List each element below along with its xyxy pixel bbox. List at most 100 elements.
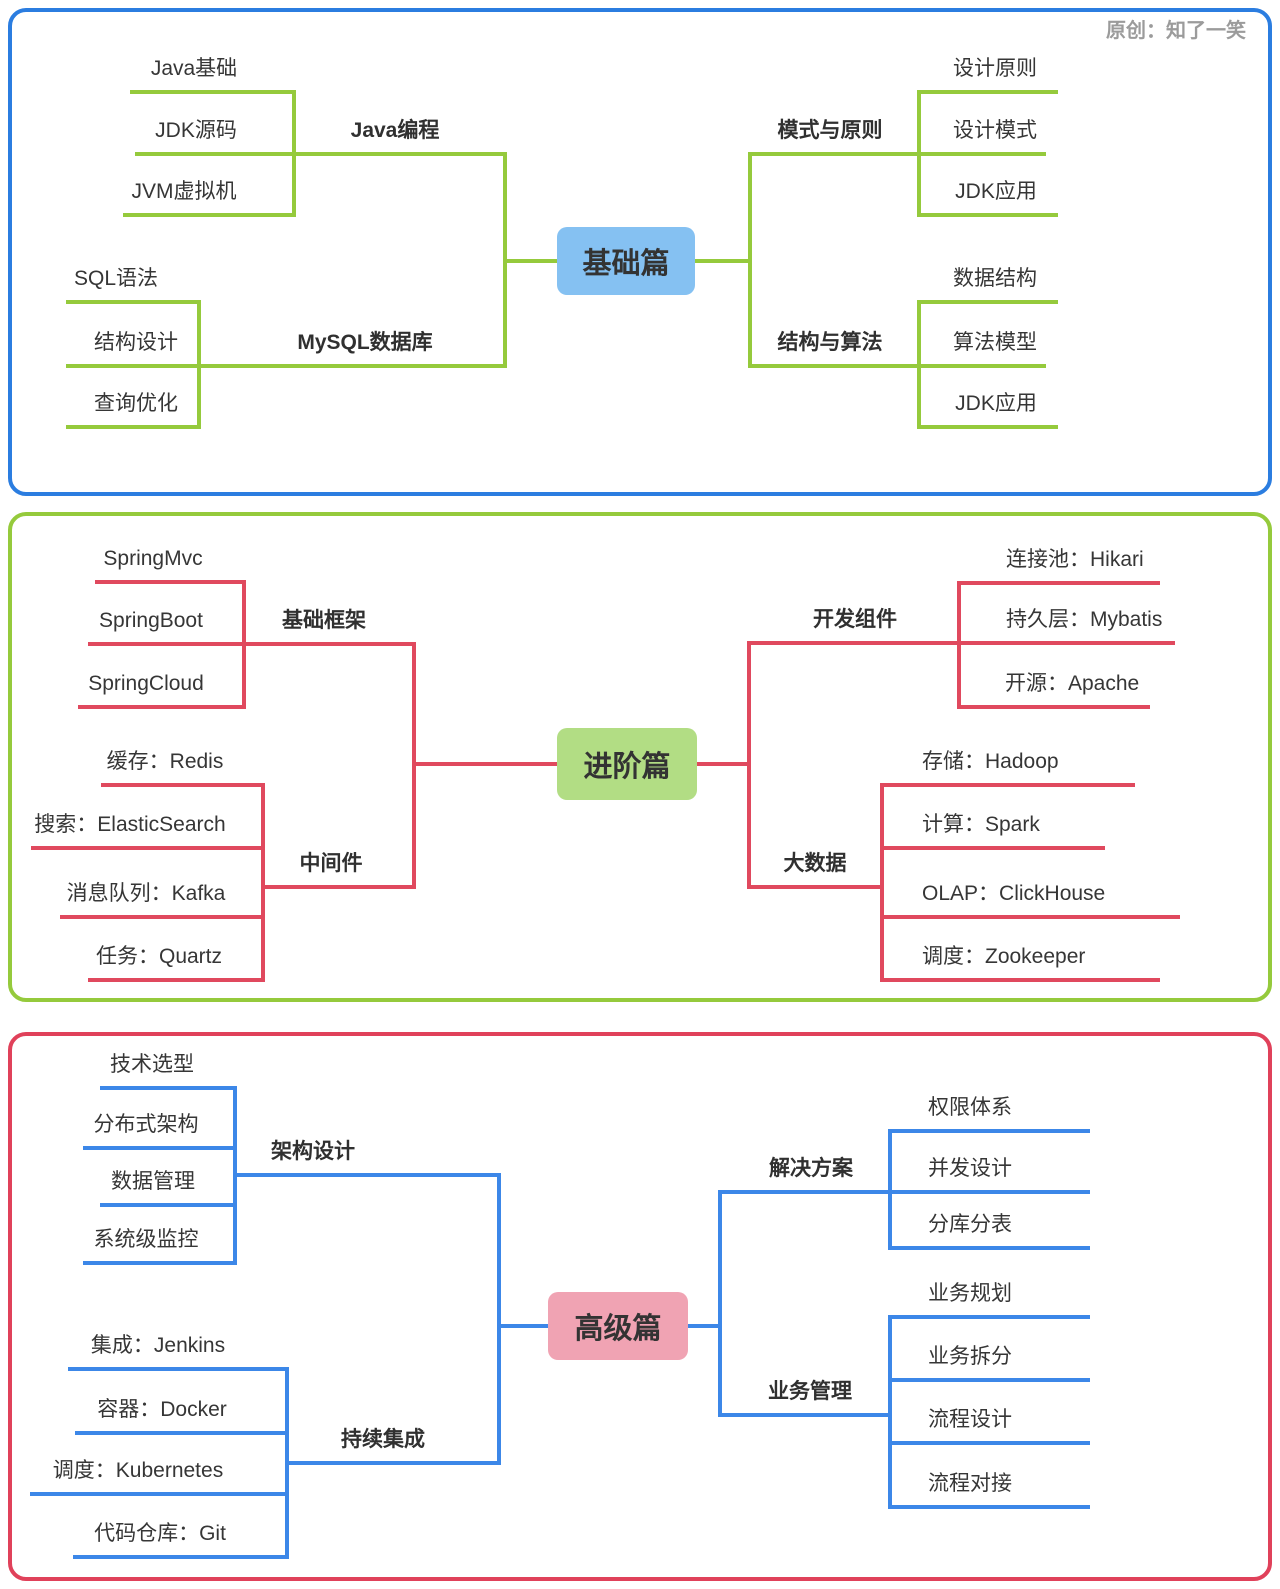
connector-line [917, 213, 1058, 217]
basics-panel: Java基础 JDK源码 JVM虚拟机 Java编程 SQL语法 结构设计 查询… [8, 8, 1272, 496]
leaf-ci-jenkins: 集成：Jenkins [90, 1334, 226, 1357]
connector-line [747, 641, 1175, 645]
connector-line [917, 300, 1058, 304]
branch-basic-frameworks: 基础框架 [282, 609, 366, 632]
leaf-task-quartz: 任务：Quartz [95, 945, 223, 968]
branch-continuous-integration: 持续集成 [341, 1428, 425, 1451]
connector-line [100, 1086, 233, 1090]
connector-line [412, 762, 557, 766]
expert-panel: 技术选型 分布式架构 数据管理 系统级监控 架构设计 集成：Jenkins 容器… [8, 1032, 1272, 1581]
leaf-business-planning: 业务规划 [928, 1282, 1012, 1305]
connector-line [100, 1203, 233, 1207]
leaf-process-design: 流程设计 [928, 1408, 1012, 1431]
connector-line [888, 1378, 1090, 1382]
connector-line [88, 978, 261, 982]
central-node-advanced: 进阶篇 [557, 728, 697, 800]
connector-line [748, 152, 752, 368]
leaf-system-monitoring: 系统级监控 [93, 1228, 199, 1251]
leaf-search-elasticsearch: 搜索：ElasticSearch [34, 813, 226, 836]
branch-java-programming: Java编程 [350, 119, 440, 142]
connector-line [957, 581, 1160, 585]
leaf-jvm: JVM虚拟机 [131, 180, 237, 203]
leaf-permission-system: 权限体系 [928, 1096, 1012, 1119]
central-node-expert: 高级篇 [548, 1292, 688, 1360]
leaf-distributed-architecture: 分布式架构 [93, 1113, 199, 1136]
leaf-structure-design: 结构设计 [94, 331, 178, 354]
branch-architecture-design: 架构设计 [271, 1140, 355, 1163]
connector-line [261, 885, 412, 889]
connector-line [880, 915, 1180, 919]
leaf-springmvc: SpringMvc [103, 547, 203, 570]
leaf-data-management: 数据管理 [111, 1170, 195, 1193]
connector-line [60, 915, 261, 919]
connector-line [95, 580, 242, 584]
connector-line [880, 783, 884, 982]
connector-line [917, 90, 921, 217]
connector-line [130, 90, 292, 94]
connector-line [880, 978, 1160, 982]
leaf-pool-hikari: 连接池：Hikari [1006, 548, 1144, 571]
branch-business-management: 业务管理 [768, 1380, 852, 1403]
leaf-storage-hadoop: 存储：Hadoop [922, 750, 1059, 773]
leaf-scheduler-kubernetes: 调度：Kubernetes [52, 1459, 224, 1482]
connector-line [123, 213, 292, 217]
leaf-repo-git: 代码仓库：Git [94, 1522, 226, 1545]
connector-line [83, 1146, 233, 1150]
leaf-compute-spark: 计算：Spark [922, 813, 1040, 836]
advanced-panel: SpringMvc SpringBoot SpringCloud 基础框架 缓存… [8, 512, 1272, 1002]
connector-line [718, 1413, 888, 1417]
leaf-mq-kafka: 消息队列：Kafka [66, 882, 226, 905]
leaf-concurrency-design: 并发设计 [928, 1157, 1012, 1180]
connector-line [718, 1190, 1090, 1194]
connector-line [888, 1505, 1090, 1509]
connector-line [747, 641, 751, 889]
connector-line [718, 1190, 722, 1417]
connector-line [68, 1367, 285, 1371]
connector-line [30, 1492, 285, 1496]
leaf-scheduler-zookeeper: 调度：Zookeeper [922, 945, 1086, 968]
leaf-design-patterns: 设计模式 [953, 119, 1037, 142]
connector-line [888, 1441, 1090, 1445]
connector-line [261, 783, 265, 982]
connector-line [888, 1315, 1090, 1319]
connector-line [101, 783, 261, 787]
connector-line [66, 425, 197, 429]
branch-mysql-database: MySQL数据库 [297, 331, 433, 354]
connector-line [78, 705, 242, 709]
connector-line [697, 762, 747, 766]
connector-line [503, 259, 557, 263]
leaf-opensource-apache: 开源：Apache [1005, 672, 1140, 695]
leaf-orm-mybatis: 持久层：Mybatis [1006, 608, 1163, 631]
leaf-container-docker: 容器：Docker [97, 1398, 227, 1421]
connector-line [957, 581, 961, 709]
leaf-query-optimization: 查询优化 [94, 392, 178, 415]
connector-line [957, 705, 1150, 709]
connector-line [66, 364, 503, 368]
connector-line [31, 846, 261, 850]
leaf-algorithm-models: 算法模型 [953, 331, 1037, 354]
connector-line [75, 1431, 285, 1435]
leaf-jdk-application-1: JDK应用 [955, 180, 1037, 203]
leaf-sharding: 分库分表 [928, 1213, 1012, 1236]
connector-line [688, 1324, 718, 1328]
connector-line [242, 580, 246, 709]
leaf-jdk-source: JDK源码 [155, 119, 237, 142]
connector-line [917, 425, 1058, 429]
leaf-olap-clickhouse: OLAP：ClickHouse [922, 882, 1106, 905]
leaf-jdk-application-2: JDK应用 [955, 392, 1037, 415]
connector-line [748, 364, 1046, 368]
connector-line [748, 152, 1046, 156]
leaf-process-integration: 流程对接 [928, 1472, 1012, 1495]
leaf-springboot: SpringBoot [99, 609, 203, 632]
leaf-cache-redis: 缓存：Redis [106, 750, 224, 773]
connector-line [73, 1555, 285, 1559]
connector-line [88, 642, 412, 646]
leaf-tech-selection: 技术选型 [110, 1053, 194, 1076]
leaf-business-splitting: 业务拆分 [928, 1345, 1012, 1368]
leaf-springcloud: SpringCloud [88, 672, 204, 695]
connector-line [197, 300, 201, 429]
branch-big-data: 大数据 [783, 852, 847, 875]
connector-line [888, 1129, 892, 1250]
branch-patterns-principles: 模式与原则 [777, 119, 883, 142]
